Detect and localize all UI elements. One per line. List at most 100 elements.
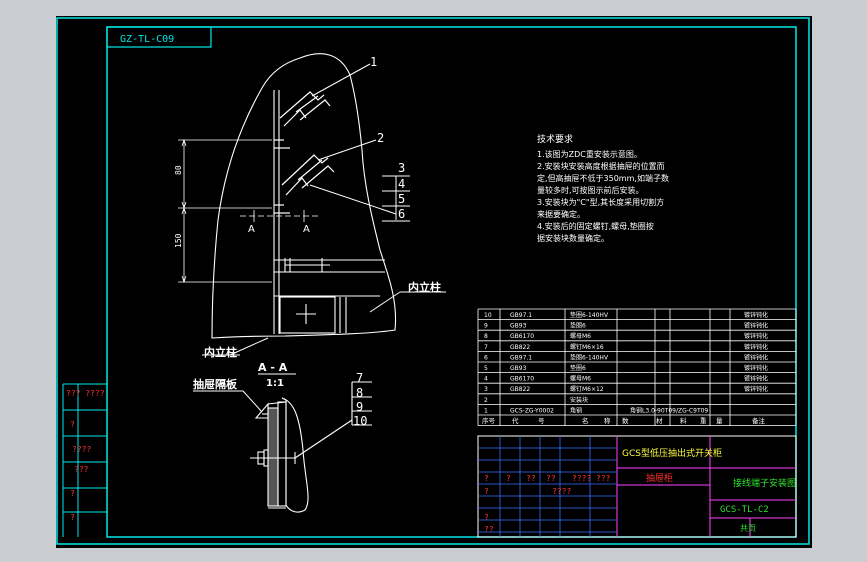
bom-cell-no: 10 [484, 312, 492, 319]
bom-cell-name: 垫圈6 [570, 322, 586, 330]
callout-1: 1 [370, 55, 377, 69]
note-line-4: 3.安装块为"C"型,其长度采用切割方 [537, 197, 664, 207]
bom-cell-no: 1 [484, 407, 488, 414]
bom-cell-code: GB93 [510, 323, 527, 330]
leader-lines [202, 63, 446, 356]
bom-cell-note: 镀锌钝化 [744, 322, 768, 330]
section-aa-drawing [250, 381, 372, 513]
board-leader [242, 390, 263, 413]
bom-cell-note: 镀锌钝化 [744, 353, 768, 361]
drawing-number: GCS-TL-C2 [720, 505, 769, 515]
bom-header-cell: 名 [582, 416, 589, 425]
callout-2: 2 [377, 131, 384, 145]
dim-upper-text: 80 [174, 165, 183, 175]
note-line-0: 1.该图为ZDC重安装示意图。 [537, 149, 642, 159]
bom-cell-no: 2 [484, 397, 488, 404]
note-line-7: 据安装块数量确定。 [537, 233, 609, 243]
bom-cell-note: 镀锌钝化 [744, 385, 768, 393]
bom-cell-code: GCS-ZG-Y0002 [510, 407, 554, 414]
section-scale: 1:1 [266, 378, 284, 389]
qmark-0: ? [484, 474, 489, 483]
callout-10: 10 [353, 414, 367, 428]
bom-cell-no: 9 [484, 323, 488, 330]
qmark-5: ??? [596, 474, 611, 483]
bom-cell-no: 6 [484, 354, 488, 361]
left-strip-label-3: ??? [74, 465, 89, 474]
bom-cell-no: 7 [484, 344, 488, 351]
bom-cell-name: 螺母M6 [570, 375, 591, 383]
title-block-text: GCS型低压抽出式开关柜 抽屉柜 接线端子安装图 GCS-TL-C2 共页 [622, 447, 796, 533]
notes-title: 技术要求 [537, 133, 573, 145]
note-line-1: 2.安装块安装高度根据抽屉的位置而 [537, 161, 665, 171]
left-strip-label-1: ? [70, 420, 75, 429]
section-title: A - A [258, 361, 288, 374]
bom-cell-no: 4 [484, 376, 488, 383]
title-block-grid [477, 435, 797, 538]
section-mark-left: A [248, 224, 255, 235]
label-board: 抽屉隔板 [193, 377, 238, 391]
callout-6: 6 [398, 207, 405, 221]
title-block-blue-grid [478, 436, 617, 537]
bom-cell-code: GB6170 [510, 333, 534, 340]
bom-cell-code: GB97.1 [510, 312, 532, 319]
bom-row: 1 GCS-ZG-Y0002 角钢 角钢L3.0-90T09/ZG-C9T09 [484, 406, 708, 414]
bom-cell-code: GB97.1 [510, 354, 532, 361]
bom-row: 2 安装块 [484, 396, 588, 404]
callout-9: 9 [356, 400, 363, 414]
bom-cell-note: 镀锌钝化 [744, 311, 768, 319]
bom-header-cell: 称 [604, 416, 611, 425]
qmark-8: ? [484, 513, 489, 522]
bom-cell-spec: 角钢L3.0-90T09/ZG-C9T09 [630, 406, 708, 414]
bom-header-cell: 料 [680, 416, 687, 425]
project-name: GCS型低压抽出式开关柜 [622, 447, 722, 459]
bom-cell-note: 镀锌钝化 [744, 375, 768, 383]
bom-header-cell: 代 [512, 416, 519, 425]
bom-header-cell: 量 [716, 417, 723, 425]
bom-cell-no: 8 [484, 333, 488, 340]
qmark-3: ?? [546, 474, 556, 483]
technical-notes: 技术要求 1.该图为ZDC重安装示意图。 2.安装块安装高度根据抽屉的位置而 定… [537, 133, 669, 243]
note-line-6: 4.安装后的固定螺钉,螺母,垫圈按 [537, 221, 654, 231]
dim-lower-text: 150 [174, 233, 183, 248]
callout-8: 8 [356, 386, 363, 400]
column-vertical-lines [273, 90, 385, 334]
bom-cell-name: 垫圈6-140HV [570, 311, 609, 319]
bom-cell-name: 螺母M6 [570, 332, 591, 340]
bom-row: 4 GB6170 螺母M6 镀锌钝化 [484, 375, 768, 383]
section-mark-right: A [303, 224, 310, 235]
label-inner-column-left: 内立柱 [204, 345, 237, 359]
callout-4: 4 [398, 177, 405, 191]
label-inner-column-right: 内立柱 [408, 280, 441, 294]
bom-cell-name: 垫圈6 [570, 364, 586, 372]
left-strip-label-0: ??? ???? [66, 389, 105, 398]
company-name: 抽屉柜 [646, 472, 673, 484]
bom-cell-no: 3 [484, 386, 488, 393]
callout-5: 5 [398, 192, 405, 206]
callout-3: 3 [398, 161, 405, 175]
code-top-text: GZ-TL-C09 [120, 34, 174, 45]
column-outline [211, 53, 397, 339]
left-strip-labels: ??? ???? ? ???? ??? ? ? [66, 389, 105, 522]
bom-row: 10 GB97.1 垫圈6-140HV 镀锌钝化 [484, 311, 768, 319]
bom-cell-code: GB93 [510, 365, 527, 372]
callout-7: 7 [356, 371, 363, 385]
bom-cell-code: GB822 [510, 386, 530, 393]
mounting-rails [274, 91, 335, 214]
bom-header-cell: 备注 [752, 416, 766, 425]
dimension-lines [178, 138, 320, 284]
left-strip-label-2: ???? [72, 445, 91, 454]
bom-cell-name: 螺钉M6×12 [570, 385, 604, 393]
qmark-2: ?? [526, 474, 536, 483]
bom-cell-name: 角钢 [570, 406, 582, 414]
bom-cell-name: 安装块 [570, 396, 588, 404]
page-label: 共页 [740, 524, 756, 533]
bom-header-cell: 号 [538, 417, 545, 425]
bom-cell-code: GB6170 [510, 376, 534, 383]
left-strip [62, 383, 107, 537]
bom-header-cell: 材 [656, 416, 663, 425]
